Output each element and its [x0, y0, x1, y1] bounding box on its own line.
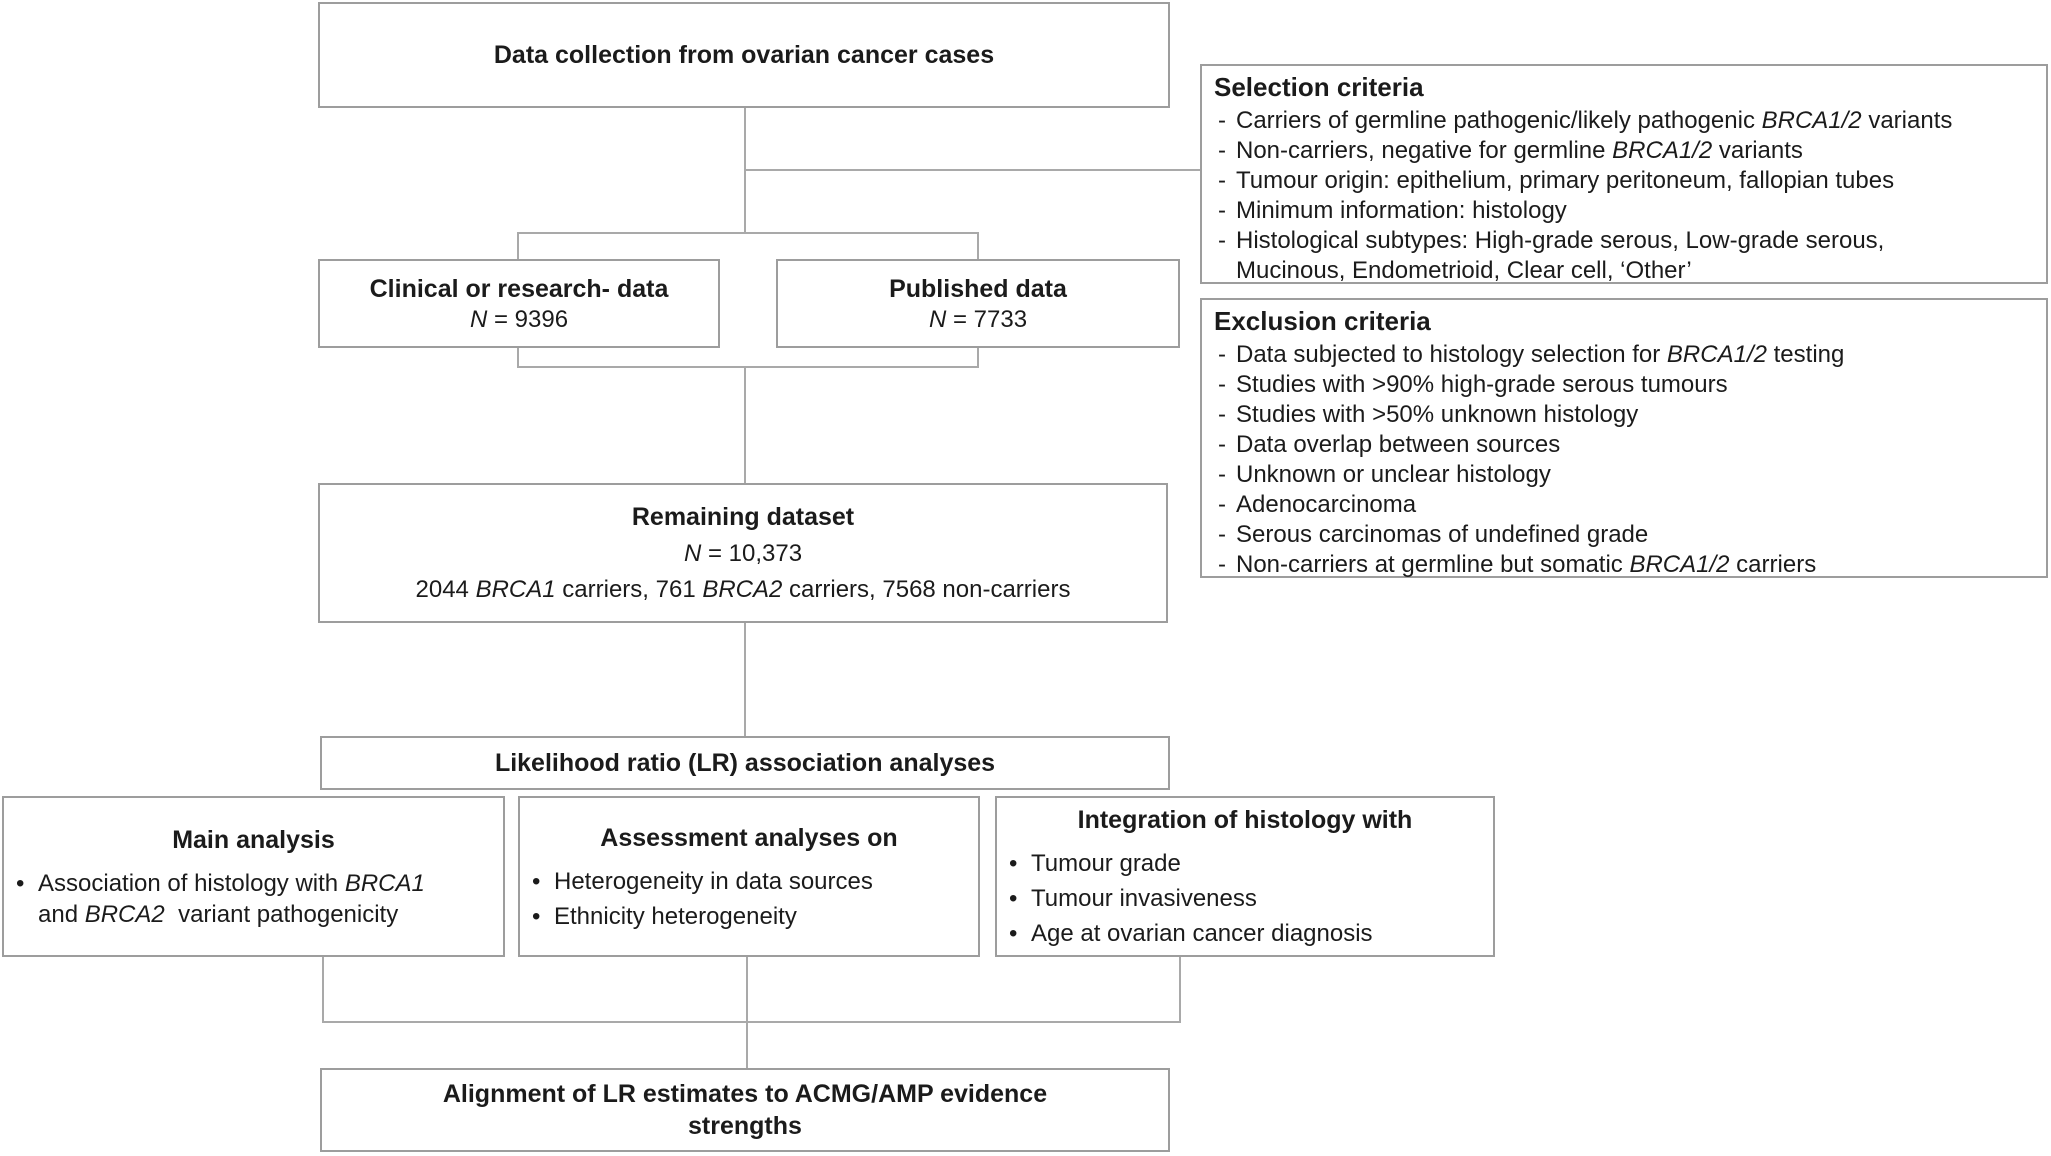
exclusion-criteria-heading: Exclusion criteria — [1214, 306, 1431, 336]
dash-bullet: - — [1218, 107, 1226, 134]
list-item-text: Serous carcinomas of undefined grade — [1236, 521, 1649, 548]
exclusion-criteria-box: Exclusion criteria - Data subjected to h… — [1200, 298, 2048, 578]
list-item: - Carriers of germline pathogenic/likely… — [1214, 106, 2034, 136]
list-item-text: Ethnicity heterogeneity — [554, 902, 797, 930]
dash-bullet: - — [1218, 401, 1226, 428]
lr-analyses-box: Likelihood ratio (LR) association analys… — [320, 736, 1170, 790]
data-collection-box: Data collection from ovarian cancer case… — [318, 2, 1170, 108]
dash-bullet: - — [1218, 491, 1226, 518]
list-item: - Histological subtypes: High-grade sero… — [1214, 226, 2034, 286]
list-item: - Studies with >50% unknown histology — [1214, 400, 2034, 430]
list-item: - Data subjected to histology selection … — [1214, 340, 2034, 370]
connector-merge-bracket — [517, 366, 979, 368]
main-analysis-title: Main analysis — [172, 825, 335, 854]
connector-main-down — [322, 956, 324, 1022]
published-data-box: Published data N = 7733 — [776, 259, 1180, 348]
list-item-text: Unknown or unclear histology — [1236, 461, 1551, 488]
list-item-text: Non-carriers, negative for germline BRCA… — [1236, 137, 1803, 164]
remaining-dataset-title: Remaining dataset — [631, 503, 855, 531]
connector-stem-alignment — [746, 1021, 748, 1069]
dash-bullet: - — [1218, 461, 1226, 488]
connector-integration-down — [1179, 956, 1181, 1022]
list-item: - Minimum information: histology — [1214, 196, 2034, 226]
list-item-text: Tumour invasiveness — [1031, 885, 1257, 912]
data-collection-title: Data collection from ovarian cancer case… — [493, 41, 995, 69]
acmg-alignment-box: Alignment of LR estimates to ACMG/AMP ev… — [320, 1068, 1170, 1152]
connector-drop-published — [977, 232, 979, 260]
clinical-data-n: N = 9396 — [469, 305, 569, 333]
connector-branch-to-selection — [744, 169, 1202, 171]
list-item-text: Non-carriers at germline but somatic BRC… — [1236, 551, 1817, 578]
dash-bullet: - — [1218, 521, 1226, 548]
dash-bullet: - — [1218, 197, 1226, 224]
list-item: - Tumour origin: epithelium, primary per… — [1214, 166, 2034, 196]
list-item: - Unknown or unclear histology — [1214, 460, 2034, 490]
dot-bullet: • — [1009, 850, 1018, 877]
list-item: - Data overlap between sources — [1214, 430, 2034, 460]
dot-bullet: • — [532, 902, 541, 930]
main-analysis-box: Main analysis • Association of histology… — [2, 796, 505, 957]
list-item-text: Age at ovarian cancer diagnosis — [1031, 920, 1373, 947]
list-item: • Age at ovarian cancer diagnosis — [1009, 918, 1481, 949]
assessment-analyses-box: Assessment analyses on • Heterogeneity i… — [518, 796, 980, 957]
dash-bullet: - — [1218, 431, 1226, 458]
list-item: - Adenocarcinoma — [1214, 490, 2034, 520]
list-item: • Ethnicity heterogeneity — [532, 901, 966, 932]
dot-bullet: • — [532, 867, 541, 895]
list-item: - Serous carcinomas of undefined grade — [1214, 520, 2034, 550]
list-item-text: Adenocarcinoma — [1236, 491, 1417, 518]
list-item: • Tumour grade — [1009, 848, 1481, 879]
connector-split-bracket — [517, 232, 979, 234]
dash-bullet: - — [1218, 341, 1226, 368]
list-item-text: Minimum information: histology — [1236, 197, 1567, 224]
list-item-text: Data subjected to histology selection fo… — [1236, 341, 1845, 368]
dash-bullet: - — [1218, 371, 1226, 398]
lr-analyses-title: Likelihood ratio (LR) association analys… — [494, 749, 996, 777]
published-data-title: Published data — [889, 274, 1067, 303]
assessment-analyses-title: Assessment analyses on — [600, 823, 898, 852]
published-data-n: N = 7733 — [928, 305, 1028, 333]
list-item: • Heterogeneity in data sources — [532, 866, 966, 897]
integration-histology-box: Integration of histology with • Tumour g… — [995, 796, 1495, 957]
connector-published-down — [977, 348, 979, 368]
list-item-text: Tumour grade — [1031, 850, 1181, 877]
dash-bullet: - — [1218, 227, 1226, 254]
remaining-dataset-box: Remaining dataset N = 10,373 2044 BRCA1 … — [318, 483, 1168, 623]
selection-criteria-heading: Selection criteria — [1214, 72, 1424, 102]
dash-bullet: - — [1218, 551, 1226, 578]
list-item-text: Carriers of germline pathogenic/likely p… — [1236, 107, 1953, 134]
connector-assessment-down — [746, 956, 748, 1022]
integration-histology-title: Integration of histology with — [1077, 806, 1413, 834]
connector-stem-remaining — [744, 366, 746, 484]
list-item-text: Histological subtypes: High-grade serous… — [1236, 227, 1885, 284]
list-item: - Non-carriers at germline but somatic B… — [1214, 550, 2034, 580]
dash-bullet: - — [1218, 137, 1226, 164]
remaining-dataset-detail: 2044 BRCA1 carriers, 761 BRCA2 carriers,… — [415, 576, 1071, 603]
list-item: - Studies with >90% high-grade serous tu… — [1214, 370, 2034, 400]
list-item-text: Studies with >50% unknown histology — [1236, 401, 1639, 428]
selection-criteria-box: Selection criteria - Carriers of germlin… — [1200, 64, 2048, 284]
connector-drop-clinical — [517, 232, 519, 260]
remaining-dataset-n: N = 10,373 — [683, 540, 803, 567]
acmg-alignment-title: Alignment of LR estimates to ACMG/AMP ev… — [442, 1080, 1048, 1140]
connector-stem-lr — [744, 622, 746, 738]
list-item-text: Tumour origin: epithelium, primary perit… — [1236, 167, 1895, 194]
list-item-text: Heterogeneity in data sources — [554, 867, 873, 895]
dash-bullet: - — [1218, 167, 1226, 194]
list-item: - Non-carriers, negative for germline BR… — [1214, 136, 2034, 166]
connector-bottom-bracket — [322, 1021, 1181, 1023]
list-item-text: Data overlap between sources — [1236, 431, 1561, 458]
list-item-text: Studies with >90% high-grade serous tumo… — [1236, 371, 1728, 398]
list-item: • Tumour invasiveness — [1009, 883, 1481, 914]
clinical-data-title: Clinical or research- data — [369, 274, 669, 303]
dot-bullet: • — [1009, 920, 1018, 947]
clinical-data-box: Clinical or research- data N = 9396 — [318, 259, 720, 348]
dot-bullet: • — [16, 869, 25, 897]
connector-top-stem — [744, 108, 746, 234]
dot-bullet: • — [1009, 885, 1018, 912]
connector-clinical-down — [517, 348, 519, 368]
